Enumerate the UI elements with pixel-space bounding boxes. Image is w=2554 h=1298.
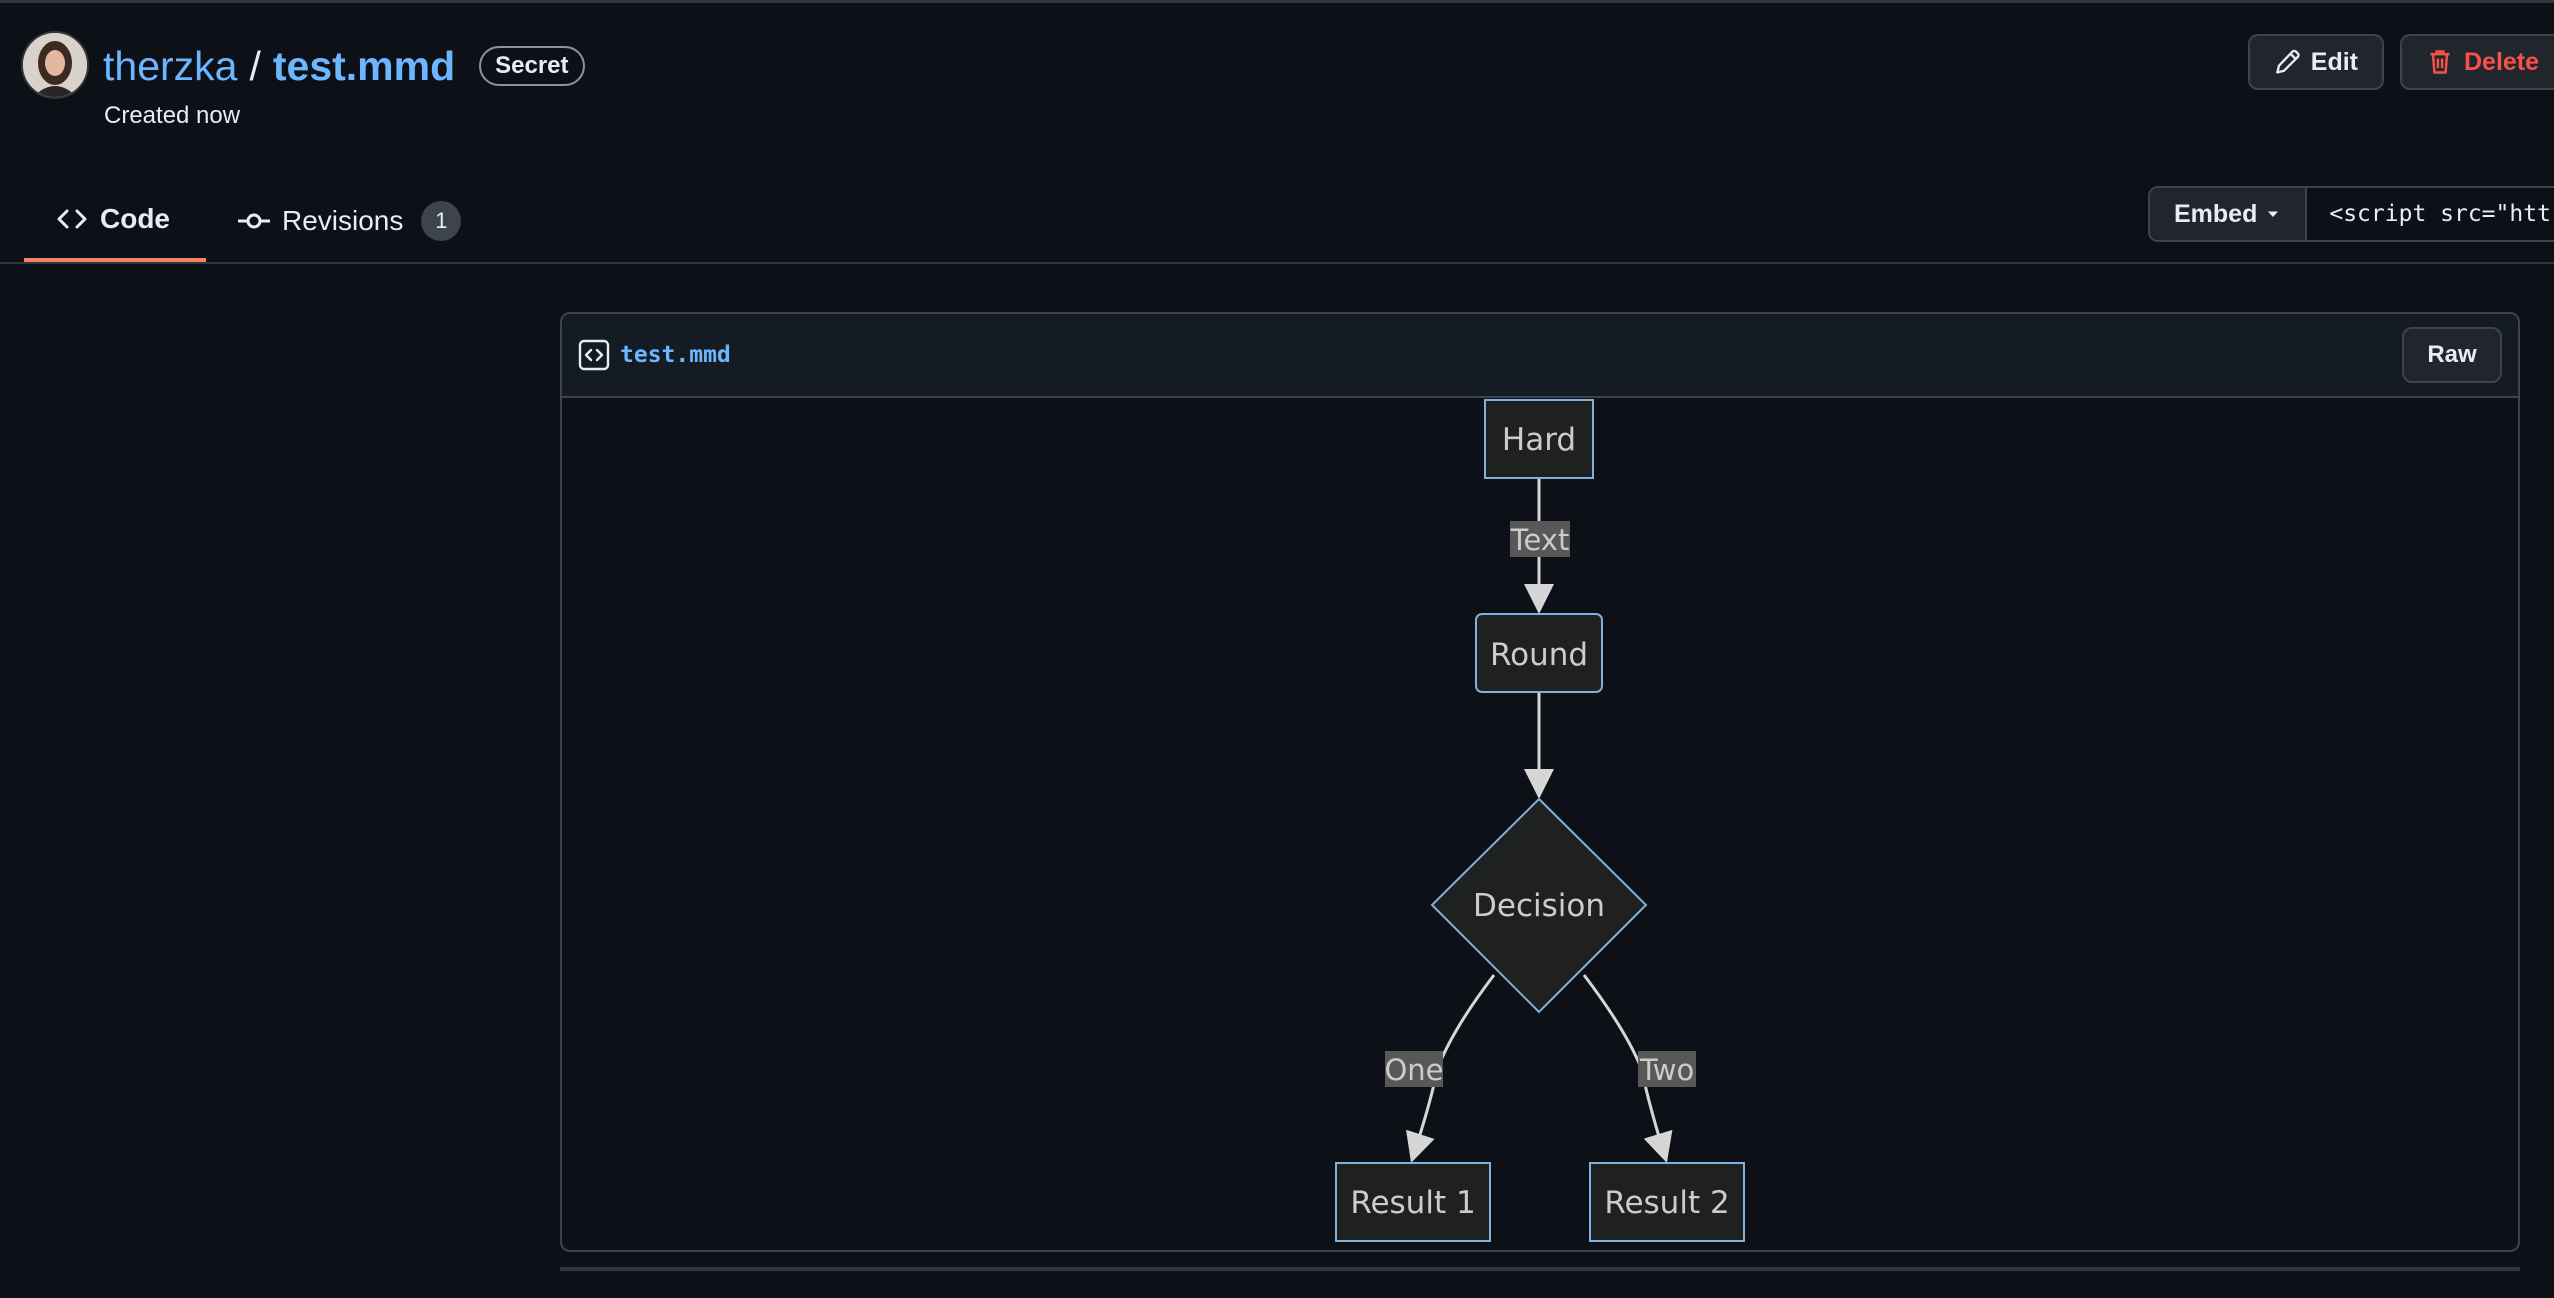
node-round: Round <box>1475 613 1603 693</box>
edit-button[interactable]: Edit <box>2248 34 2384 90</box>
code-icon <box>57 209 87 229</box>
tab-revisions-label: Revisions <box>282 205 404 236</box>
node-decision-label: Decision <box>1473 888 1605 924</box>
gist-tabs: Code Revisions 1 <box>24 180 493 262</box>
node-result1-label: Result 1 <box>1350 1185 1475 1221</box>
node-hard-label: Hard <box>1502 422 1576 458</box>
gist-name-link[interactable]: test.mmd <box>272 42 456 89</box>
edge-label-text: Text <box>1510 521 1570 557</box>
node-round-label: Round <box>1490 637 1588 673</box>
file-header: test.mmd Raw <box>562 314 2518 398</box>
node-hard: Hard <box>1484 399 1594 479</box>
created-timestamp: Created now <box>104 102 241 129</box>
avatar[interactable] <box>21 31 89 99</box>
caret-down-icon <box>2268 211 2279 217</box>
node-result2: Result 2 <box>1589 1162 1745 1242</box>
edit-label: Edit <box>2310 47 2358 76</box>
embed-label: Embed <box>2174 199 2258 228</box>
edge-label-text-value: Text <box>1510 523 1570 557</box>
file-box: test.mmd Raw Text One Two Hard <box>560 312 2520 1252</box>
embed-group: Embed <script src="htt <box>2148 186 2554 242</box>
node-result1: Result 1 <box>1335 1162 1491 1242</box>
embed-dropdown-button[interactable]: Embed <box>2150 188 2308 240</box>
gist-title: therzka / test.mmd Secret <box>103 36 585 96</box>
revisions-count: 1 <box>421 201 462 241</box>
owner-link[interactable]: therzka <box>103 42 238 89</box>
path-separator: / <box>249 42 261 89</box>
edge-label-one: One <box>1384 1051 1444 1087</box>
delete-button[interactable]: Delete <box>2400 34 2554 90</box>
trash-icon <box>2430 50 2450 74</box>
node-result2-label: Result 2 <box>1604 1185 1729 1221</box>
tab-code[interactable]: Code <box>24 180 206 262</box>
edge-label-one-value: One <box>1384 1053 1443 1087</box>
bottom-divider <box>560 1267 2520 1271</box>
embed-code-input[interactable]: <script src="htt <box>2307 188 2554 240</box>
tabs-divider <box>0 262 2554 264</box>
git-commit-icon <box>238 213 270 229</box>
tab-revisions[interactable]: Revisions 1 <box>206 180 493 262</box>
avatar-image <box>23 33 87 97</box>
top-border <box>0 0 2554 3</box>
edge-label-two-value: Two <box>1639 1053 1694 1087</box>
file-code-icon <box>578 339 610 371</box>
file-name-link[interactable]: test.mmd <box>620 342 731 368</box>
visibility-badge: Secret <box>479 46 585 86</box>
edge-label-two: Two <box>1638 1051 1696 1087</box>
raw-button[interactable]: Raw <box>2402 327 2502 383</box>
node-decision: Decision <box>1430 797 1648 1014</box>
tab-code-label: Code <box>100 203 170 234</box>
delete-label: Delete <box>2464 47 2540 76</box>
pencil-icon <box>2276 49 2300 74</box>
mermaid-diagram: Text One Two Hard Round Decision Result … <box>1335 399 1745 1242</box>
